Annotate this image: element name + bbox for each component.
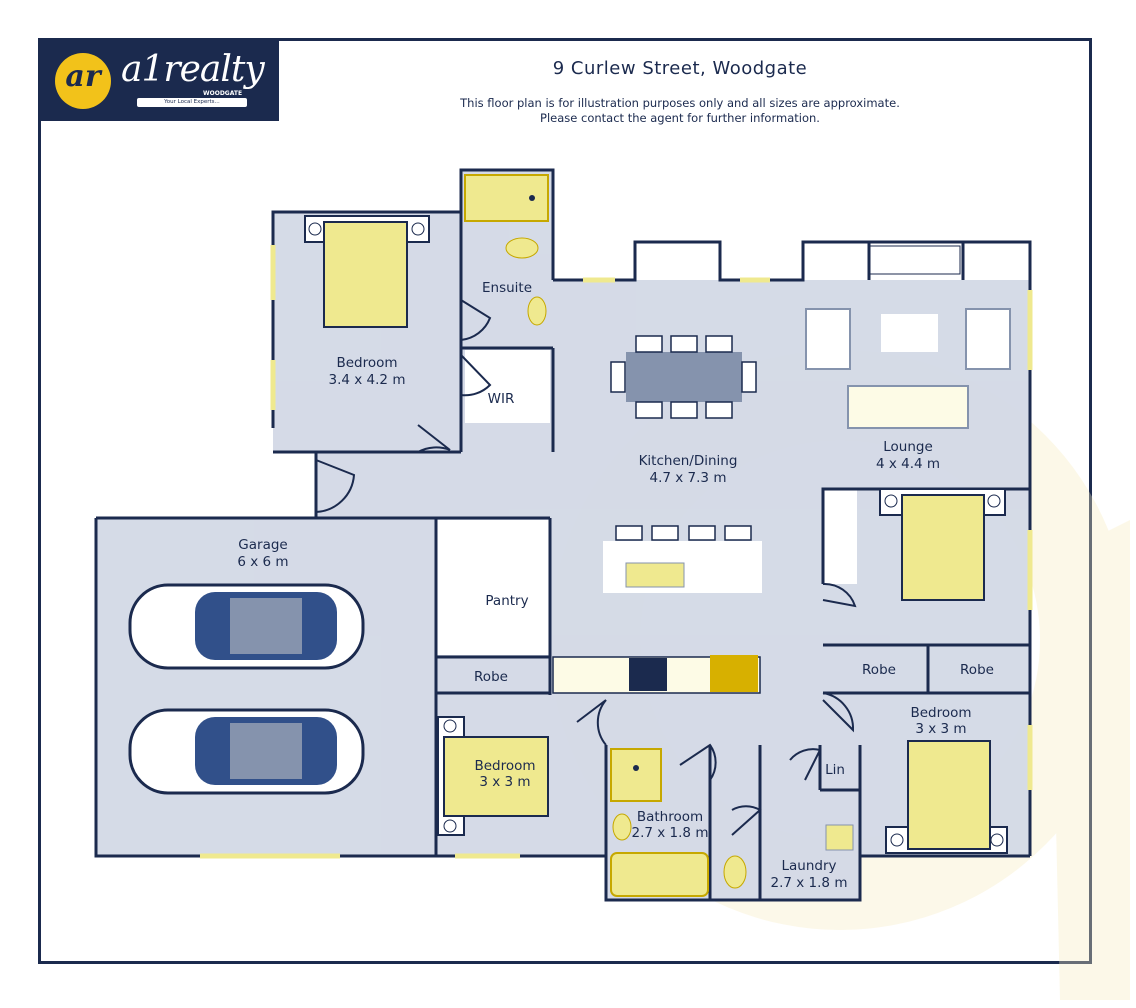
room-name: Bathroom: [637, 809, 703, 825]
room-name: Ensuite: [482, 280, 532, 296]
room-name: Robe: [960, 662, 994, 678]
room-size: 3.4 x 4.2 m: [329, 372, 406, 388]
room-name: Pantry: [485, 593, 528, 609]
brand-logo: ar a1realty WOODGATE Your Local Experts.…: [41, 41, 279, 121]
disclaimer-line: This floor plan is for illustration purp…: [460, 96, 900, 110]
bed-icon: [885, 740, 1008, 854]
room-size: 6 x 6 m: [237, 554, 288, 570]
room-size: 4.7 x 7.3 m: [650, 470, 727, 486]
car-icon: [128, 583, 365, 670]
room-name: Bedroom: [336, 355, 397, 371]
room-name: Robe: [474, 669, 508, 685]
windows: [200, 245, 1033, 859]
bed-icon: [437, 716, 549, 836]
room-name: Laundry: [781, 858, 836, 874]
room-name: Lin: [825, 762, 845, 778]
page-title: 9 Curlew Street, Woodgate: [552, 58, 808, 79]
room-name: WIR: [488, 391, 515, 407]
kitchen-fixtures: [552, 525, 762, 694]
room-name: Robe: [862, 662, 896, 678]
white-zones: [436, 242, 1029, 655]
room-labels: Bedroom 3.4 x 4.2 m Ensuite WIR Kitchen/…: [237, 280, 994, 891]
room-size: 2.7 x 1.8 m: [771, 875, 848, 891]
logo-mark-icon: ar: [55, 53, 111, 109]
ensuite-fixtures: [464, 174, 549, 326]
room-name: Bedroom: [474, 758, 535, 774]
logo-wordmark: a1realty: [121, 49, 265, 90]
dining-table-icon: [610, 335, 757, 419]
room-size: 2.7 x 1.8 m: [632, 825, 709, 841]
disclaimer-line: Please contact the agent for further inf…: [540, 111, 820, 125]
car-icon: [128, 708, 365, 795]
room-name: Kitchen/Dining: [639, 453, 738, 469]
room-size: 4 x 4.4 m: [876, 456, 940, 472]
room-name: Bedroom: [910, 705, 971, 721]
room-name: Lounge: [883, 439, 933, 455]
bathroom-fixtures: [610, 748, 854, 897]
room-size: 3 x 3 m: [915, 721, 966, 737]
bed-icon: [879, 488, 1006, 601]
room-size: 3 x 3 m: [479, 774, 530, 790]
bed-icon: [304, 215, 430, 328]
room-name: Garage: [238, 537, 287, 553]
logo-tagline: Your Local Experts...: [137, 98, 247, 107]
lounge-furniture-icon: [805, 245, 1011, 429]
logo-location: WOODGATE: [203, 90, 243, 97]
doors: [315, 299, 857, 836]
